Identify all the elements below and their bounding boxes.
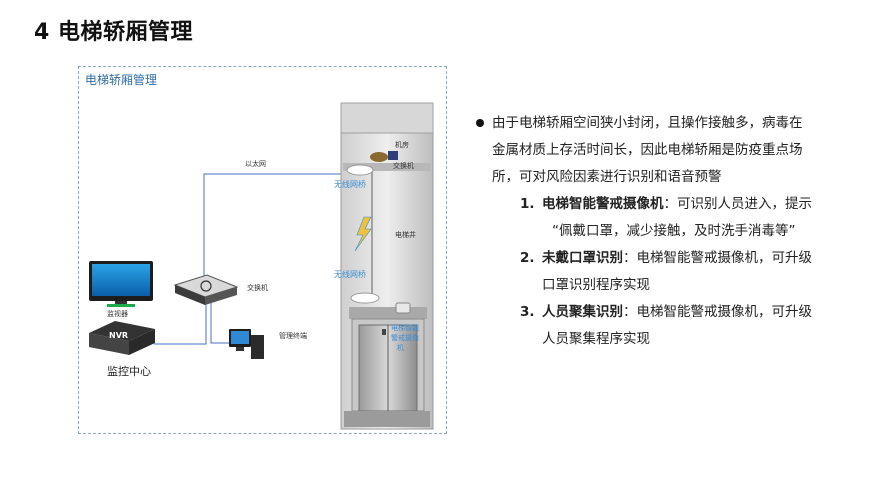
bullet-dot-icon [476,119,484,127]
switch-label: 交换机 [247,284,268,292]
intro-line-3: 所，可对风险因素进行识别和语音预警 [492,169,722,185]
switch-device [173,274,239,305]
item-number: 3. [520,304,535,320]
list-item: 3. 人员聚集识别：电梯智能警戒摄像机，可升级 [476,299,856,326]
item-rest-text: ：电梯智能警戒摄像机，可升级 [623,250,812,266]
item-line-2: “佩戴口罩，减少接触，及时洗手消毒等” [552,223,796,239]
item-bold-text: 未戴口罩识别 [542,250,623,266]
switch-top-label: 交换机 [393,162,414,170]
item-number: 1. [520,196,535,212]
terminal-link [210,301,229,344]
monitoring-center-label: 监控中心 [107,365,151,378]
item-bold-text: 电梯智能警戒摄像机 [542,196,664,212]
diagram-canvas [89,102,434,430]
item-number: 2. [520,250,535,266]
machine-room-label: 机房 [395,141,409,149]
intro-bullet: 由于电梯轿厢空间狭小封闭，且操作接触多，病毒在 [476,110,856,137]
diagram-title: 电梯轿厢管理 [85,73,158,87]
description-panel: 由于电梯轿厢空间狭小封闭，且操作接触多，病毒在 金属材质上存活时间长，因此电梯轿… [476,110,856,353]
bridge-bottom-label: 无线网桥 [334,270,366,279]
camera-label-line-2: 警戒摄像 [391,334,419,342]
monitor-device [89,261,153,307]
camera-label-line-3: 机 [397,344,404,352]
item-rest-text: ：电梯智能警戒摄像机，可升级 [623,304,812,320]
ethernet-label: 以太网 [245,160,266,168]
list-item: 1. 电梯智能警戒摄像机：可识别人员进入，提示 [476,191,856,218]
bridge-top-label: 无线网桥 [334,180,366,189]
item-line-2: 口罩识别程序实现 [542,277,650,293]
shaft-label: 电梯井 [395,231,416,239]
item-bold-text: 人员聚集识别 [542,304,623,320]
intro-line-1: 由于电梯轿厢空间狭小封闭，且操作接触多，病毒在 [492,115,803,131]
item-line-2: 人员聚集程序实现 [542,331,650,347]
nvr-label: NVR [109,331,129,340]
nvr-device [89,321,155,355]
page-title: 4 电梯轿厢管理 [34,20,193,45]
monitor-label: 监视器 [107,310,128,318]
elevator-shaft [340,102,434,430]
nvr-switch-link [154,301,207,345]
network-links [154,173,355,345]
item-rest-text: ：可识别人员进入，提示 [663,196,813,212]
list-item: 2. 未戴口罩识别：电梯智能警戒摄像机，可升级 [476,245,856,272]
camera-label-line-1: 电梯智能 [391,324,419,332]
network-diagram: 电梯轿厢管理 [78,66,447,434]
terminal-label: 管理终端 [279,332,307,340]
ethernet-link [203,173,355,280]
terminal-device [229,329,264,359]
intro-line-2: 金属材质上存活时间长，因此电梯轿厢是防疫重点场 [492,142,803,158]
